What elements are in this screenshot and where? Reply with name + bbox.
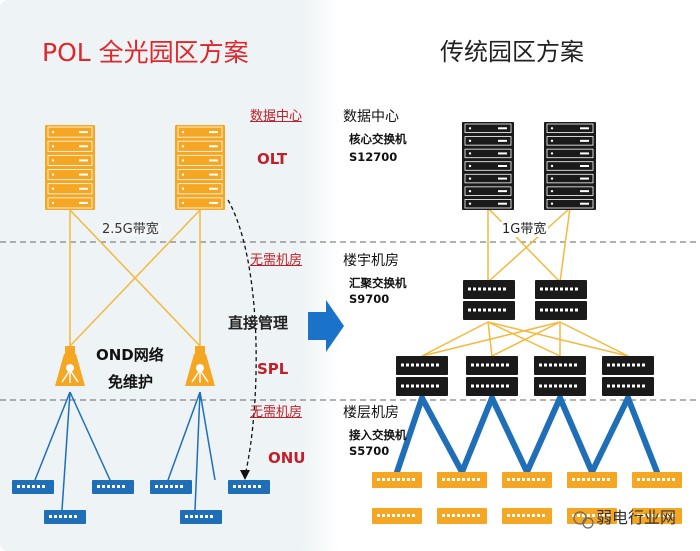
olt-label: OLT: [257, 150, 288, 168]
access-switch-icon: [602, 356, 654, 396]
olt-server-icon: [175, 125, 225, 210]
access-floor-links: [394, 395, 660, 475]
floor-switch-icon: [567, 472, 617, 488]
direct-management-label: 直接管理: [228, 314, 289, 332]
floor-switch-icon: [372, 472, 422, 488]
transition-arrow-icon: [308, 300, 344, 352]
core-switch-icon: [462, 122, 514, 210]
aggregation-switch-icon: [535, 280, 587, 320]
floor-switch-icon: [372, 508, 422, 524]
agg-device-label: 汇聚交换机: [349, 276, 407, 290]
access-switch-icon: [466, 356, 518, 396]
agg-zone-label: 楼宇机房: [343, 253, 399, 269]
onu-icon: [12, 480, 54, 494]
onu-label: ONU: [268, 449, 306, 467]
agg-access-links: [421, 321, 629, 357]
floor-switch-icon: [437, 472, 487, 488]
access-device-label: 接入交换机: [349, 428, 407, 442]
access-switch-icon: [534, 356, 586, 396]
ond-line2: 免维护: [108, 373, 154, 391]
onu-icon: [150, 480, 192, 494]
core-agg-links: [487, 207, 571, 283]
access-switch-icon: [396, 356, 448, 396]
left-title: POL 全光园区方案: [42, 38, 249, 67]
right-bandwidth-label: 1G带宽: [500, 222, 549, 237]
onu-icon: [228, 480, 270, 494]
floor-switch-icon: [632, 508, 682, 524]
olt-server-icon: [45, 125, 95, 210]
agg-model-label: S9700: [349, 292, 390, 306]
left-bandwidth-label: 2.5G带宽: [100, 222, 161, 237]
watermark: 弱电行业网: [596, 508, 677, 527]
direct-management-arrow: [227, 199, 257, 477]
no-room-label-2: 无需机房: [250, 405, 303, 420]
core-switch-icon: [544, 122, 596, 210]
onu-group: [12, 480, 270, 524]
olt-links: [69, 209, 201, 347]
splitter-icon: [185, 346, 215, 386]
spl-label: SPL: [257, 360, 289, 378]
onu-icon: [180, 510, 222, 524]
right-title: 传统园区方案: [440, 38, 584, 66]
core-model-label: S12700: [349, 150, 398, 164]
datacenter-label: 数据中心: [250, 109, 303, 124]
floor-switch-icon: [502, 508, 552, 524]
ond-line1: OND网络: [96, 346, 164, 364]
access-switch-group: [396, 356, 654, 396]
floor-switch-group: [372, 472, 682, 524]
onu-links: [34, 391, 216, 511]
panel-fade: [300, 0, 340, 551]
access-zone-label: 楼层机房: [343, 405, 399, 421]
floor-switch-icon: [632, 472, 682, 488]
floor-switch-icon: [437, 508, 487, 524]
access-model-label: S5700: [349, 444, 390, 458]
management-arrowhead: [240, 470, 250, 480]
onu-icon: [92, 480, 134, 494]
no-room-label-1: 无需机房: [250, 253, 303, 268]
onu-icon: [44, 510, 86, 524]
core-zone-label: 数据中心: [343, 109, 399, 125]
aggregation-switch-group: [463, 280, 587, 320]
aggregation-switch-icon: [463, 280, 515, 320]
left-panel: [0, 0, 312, 551]
wechat-icon-2: [582, 517, 594, 529]
splitter-icon: [55, 346, 85, 386]
floor-switch-icon: [502, 472, 552, 488]
core-device-label: 核心交换机: [349, 132, 407, 146]
